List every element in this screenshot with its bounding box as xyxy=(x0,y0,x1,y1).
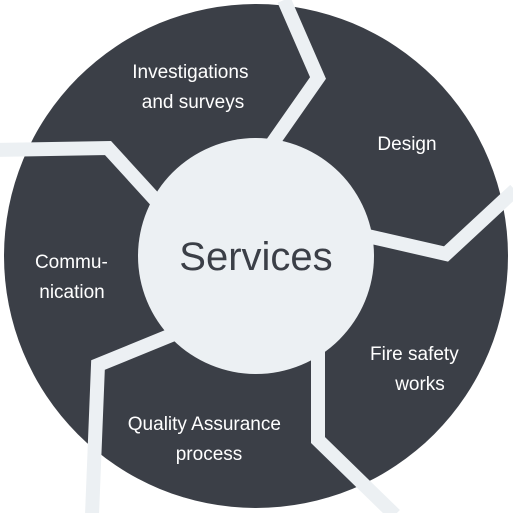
segment-label-line: nication xyxy=(39,282,105,303)
segment-label-line: and surveys xyxy=(142,92,244,113)
segment-label-line: process xyxy=(176,444,243,465)
segment-label-line: Design xyxy=(377,134,436,155)
separator-4 xyxy=(85,318,199,513)
separator-3 xyxy=(311,348,400,513)
segment-label-investigations: Investigations and surveys xyxy=(132,62,253,113)
center-hub xyxy=(138,138,374,374)
segment-label-line: works xyxy=(394,374,445,395)
segment-label-design: Design xyxy=(377,134,436,155)
segment-label-communication: Commu- nication xyxy=(35,252,113,303)
segment-label-line: Commu- xyxy=(35,252,108,273)
segment-label-line: Quality Assurance xyxy=(128,414,281,435)
segment-labels: Investigations and surveys Design Fire s… xyxy=(35,62,464,465)
separator-5 xyxy=(0,140,166,210)
separator-2 xyxy=(348,184,513,262)
segment-label-quality-assurance: Quality Assurance process xyxy=(128,414,286,465)
center-label: Services xyxy=(179,235,332,279)
segment-label-fire-safety: Fire safety works xyxy=(370,344,464,395)
separator-1 xyxy=(256,0,326,163)
segment-label-line: Investigations xyxy=(132,62,248,83)
segment-label-line: Fire safety xyxy=(370,344,459,365)
